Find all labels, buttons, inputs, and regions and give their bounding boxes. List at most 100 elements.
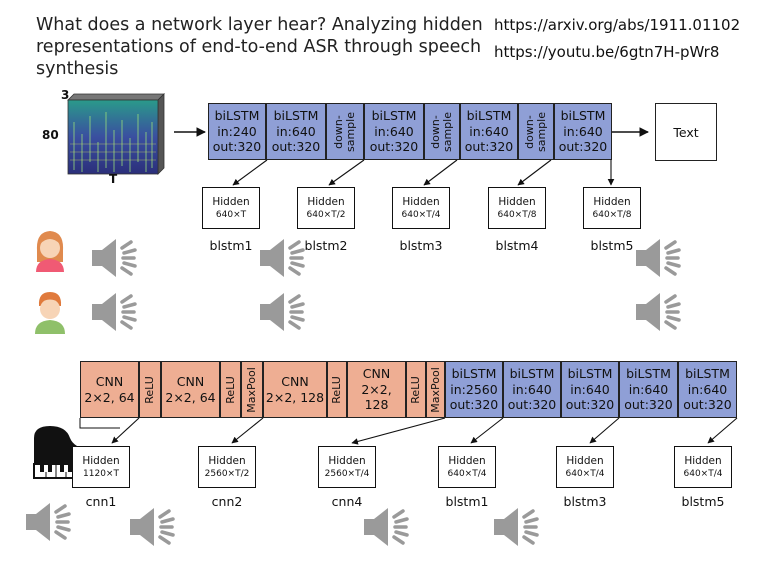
top-hidden-label-4: blstm4	[495, 238, 539, 253]
hidden-dim: 640×T/4	[447, 468, 487, 479]
speaker-icon[interactable]	[128, 505, 180, 553]
hidden-dim: 640×T	[215, 209, 247, 220]
title-line-3: synthesis	[36, 59, 119, 79]
hidden-title: Hidden	[448, 454, 486, 467]
hidden-title: Hidden	[566, 454, 604, 467]
block-v1: ReLU	[330, 375, 343, 404]
top-blstm3-block: biLSTM in:640 out:320	[364, 103, 424, 160]
hidden-title: Hidden	[307, 195, 345, 208]
block-label: biLSTM	[451, 366, 497, 382]
spectrogram-freq: 80	[42, 128, 59, 142]
block-label: biLSTM	[214, 108, 260, 124]
block-label: biLSTM	[685, 366, 730, 382]
hidden-dim: 640×T/8	[592, 209, 632, 220]
block-kernel: 2×2, 64	[165, 389, 216, 405]
paper-title: What does a network layer hear? Analyzin…	[36, 14, 486, 80]
block-input-dim: in:240	[217, 123, 257, 139]
speaker-icon[interactable]	[24, 500, 76, 548]
speaker-icon[interactable]	[362, 505, 414, 553]
bottom-relu-block-3: ReLU	[327, 361, 347, 418]
top-hidden-label-2: blstm2	[304, 238, 348, 253]
top-downsample-block-3: down-sample	[518, 103, 554, 160]
block-output-dim: out:320	[624, 397, 673, 413]
block-label: CNN	[176, 374, 205, 389]
block-input-dim: in:640	[570, 381, 610, 397]
top-blstm2-block: biLSTM in:640 out:320	[266, 103, 326, 160]
hidden-dim: 640×T/8	[497, 209, 537, 220]
block-label: CNN	[362, 366, 391, 382]
youtube-link[interactable]: https://youtu.be/6gtn7H-pWr8	[494, 43, 720, 61]
hidden-title: Hidden	[684, 454, 722, 467]
block-output-dim: out:320	[464, 139, 514, 155]
bottom-hidden-box-4: Hidden 640×T/4	[438, 446, 496, 488]
block-input-dim: in:640	[563, 123, 603, 139]
top-hidden-label-3: blstm3	[399, 238, 443, 253]
bottom-hidden-label-2: cnn2	[211, 494, 243, 509]
speaker-icon[interactable]	[634, 236, 686, 284]
block-input-dim: in:640	[276, 123, 316, 139]
speaker-icon[interactable]	[492, 505, 544, 553]
block-label: biLSTM	[560, 108, 606, 124]
text-output-label: Text	[673, 124, 699, 140]
top-blstm4-block: biLSTM in:640 out:320	[460, 103, 518, 160]
top-hidden-box-3: Hidden 640×T/4	[392, 187, 450, 229]
speaker-icon[interactable]	[634, 290, 686, 338]
spectrogram-time: T	[109, 172, 118, 186]
spectrogram-image	[60, 92, 170, 178]
block-kernel: 2×2, 128	[265, 389, 325, 405]
block-output-dim: out:320	[369, 139, 419, 155]
top-hidden-label-1: blstm1	[209, 238, 253, 253]
text-output-box: Text	[655, 103, 717, 161]
block-v1: ReLU	[409, 375, 422, 404]
hidden-title: Hidden	[402, 195, 440, 208]
block-kernel: 2×2, 64	[84, 389, 135, 405]
bottom-blstm5-block: biLSTM in:640 out:320	[678, 361, 737, 418]
bottom-maxpool-block-2: MaxPool	[426, 361, 445, 418]
block-label: biLSTM	[626, 366, 671, 382]
bottom-blstm3-block: biLSTM in:640 out:320	[561, 361, 619, 418]
title-line-1: What does a network layer hear? Analyzin…	[36, 15, 483, 35]
bottom-hidden-label-5: blstm3	[563, 494, 607, 509]
bottom-relu-block-1: ReLU	[139, 361, 161, 418]
speaker-icon[interactable]	[258, 290, 310, 338]
top-downsample-block-1: down-sample	[326, 103, 364, 160]
block-v2: sample	[441, 111, 454, 152]
bottom-cnn2-block: CNN 2×2, 64	[161, 361, 220, 418]
top-blstm5-block: biLSTM in:640 out:320	[554, 103, 612, 160]
speaker-icon[interactable]	[258, 236, 310, 284]
block-input-dim: in:640	[469, 123, 509, 139]
block-label: biLSTM	[466, 108, 512, 124]
spectrogram-channels: 3	[61, 88, 70, 102]
title-line-2: representations of end-to-end ASR throug…	[36, 37, 482, 57]
bottom-hidden-box-6: Hidden 640×T/4	[674, 446, 732, 488]
girl-avatar-icon	[32, 228, 68, 272]
top-hidden-box-2: Hidden 640×T/2	[297, 187, 355, 229]
block-input-dim: in:2560	[450, 381, 498, 397]
arxiv-link[interactable]: https://arxiv.org/abs/1911.01102	[494, 16, 741, 34]
bottom-cnn4-block: CNN 2×2, 128	[347, 361, 406, 418]
block-output-dim: out:320	[565, 397, 615, 413]
block-v2: sample	[535, 111, 548, 152]
bottom-relu-block-4: ReLU	[406, 361, 426, 418]
hidden-dim: 640×T/4	[565, 468, 605, 479]
block-label: biLSTM	[567, 366, 613, 382]
top-hidden-box-4: Hidden 640×T/8	[488, 187, 546, 229]
hidden-title: Hidden	[328, 454, 366, 467]
bottom-hidden-box-1: Hidden 1120×T	[72, 446, 130, 488]
speaker-icon[interactable]	[90, 290, 142, 338]
block-output-dim: out:320	[271, 139, 321, 155]
bottom-relu-block-2: ReLU	[220, 361, 241, 418]
block-label: CNN	[281, 374, 309, 389]
hidden-dim: 2560×T/4	[324, 468, 370, 479]
block-output-dim: out:320	[558, 139, 608, 155]
speaker-icon[interactable]	[90, 236, 142, 284]
boy-avatar-icon	[32, 288, 68, 334]
hidden-dim: 640×T/4	[401, 209, 441, 220]
block-kernel: 2×2, 128	[361, 381, 392, 413]
hidden-dim: 1120×T	[83, 468, 119, 479]
bottom-maxpool-block-1: MaxPool	[241, 361, 263, 418]
bottom-blstm4-block: biLSTM in:640 out:320	[619, 361, 678, 418]
bottom-blstm2-block: biLSTM in:640 out:320	[503, 361, 561, 418]
block-v1: MaxPool	[428, 366, 442, 413]
